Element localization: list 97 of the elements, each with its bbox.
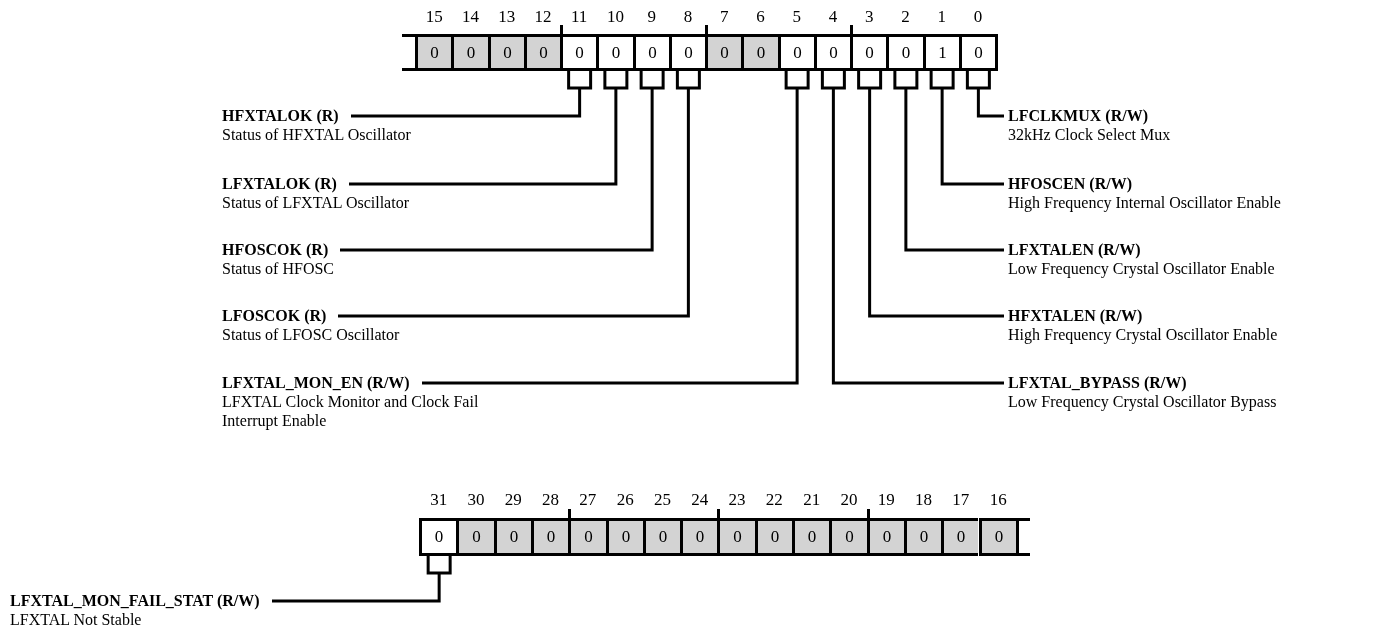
bit-cell: 0: [741, 34, 778, 71]
bit-number: 10: [605, 7, 625, 27]
field-name: LFCLKMUX (R/W): [1008, 106, 1148, 125]
leader-line: [857, 69, 1006, 318]
field-description: High Frequency Crystal Oscillator Enable: [1008, 325, 1278, 344]
leader-line: [338, 69, 665, 252]
bit-number: 31: [429, 490, 449, 510]
field-description: Status of LFXTAL Oscillator: [222, 193, 409, 212]
field-description: High Frequency Internal Oscillator Enable: [1008, 193, 1281, 212]
bit-cell: 0: [792, 518, 829, 556]
bit-cell: 0: [829, 518, 867, 556]
field-name: LFXTAL_MON_EN (R/W): [222, 373, 410, 392]
bit-number: 1: [936, 7, 947, 27]
bit-cell: 0: [560, 34, 596, 71]
field-name: HFXTALEN (R/W): [1008, 306, 1143, 325]
field-name: LFXTAL_BYPASS (R/W): [1008, 373, 1187, 392]
field-name: LFXTAL_MON_FAIL_STAT (R/W): [10, 591, 260, 610]
field-name: HFOSCEN (R/W): [1008, 174, 1132, 193]
bit-number: 23: [727, 490, 747, 510]
field-description: 32kHz Clock Select Mux: [1008, 125, 1171, 144]
bit-number: 19: [876, 490, 896, 510]
bit-number: 12: [533, 7, 553, 27]
bit-number: 3: [863, 7, 875, 27]
leader-line: [420, 69, 810, 385]
leader-line: [965, 69, 1006, 118]
bit-cell: 0: [419, 518, 456, 556]
bit-cell: 0: [451, 34, 488, 71]
bit-number: 18: [914, 490, 934, 510]
leader-line: [893, 69, 1006, 252]
bit-number: 9: [646, 7, 657, 27]
bit-cell: 0: [524, 34, 560, 71]
bit-cell: 1: [923, 34, 959, 71]
field-name: LFXTALOK (R): [222, 174, 337, 193]
bit-number: 22: [764, 490, 784, 510]
bit-cell: 0: [717, 518, 755, 556]
leader-line: [349, 69, 593, 118]
bit-number: 29: [503, 490, 523, 510]
bit-number: 14: [460, 7, 480, 27]
leader-line: [820, 69, 1006, 385]
field-description: Status of LFOSC Oscillator: [222, 325, 400, 344]
field-name: LFXTALEN (R/W): [1008, 240, 1141, 259]
field-description: Status of HFOSC: [222, 259, 335, 278]
bit-number: 16: [988, 490, 1008, 510]
bit-number: 4: [827, 7, 839, 27]
bit-cell: 0: [669, 34, 705, 71]
field-description: Low Frequency Crystal Oscillator Enable: [1008, 259, 1275, 278]
field-description: Status of HFXTAL Oscillator: [222, 125, 411, 144]
bit-number: 8: [682, 7, 694, 27]
leader-line: [336, 69, 701, 318]
bit-number: 26: [615, 490, 635, 510]
bit-cell: 0: [705, 34, 741, 71]
field-name: HFOSCOK (R): [222, 240, 329, 259]
bit-number: 17: [951, 490, 971, 510]
bit-cell: 0: [941, 518, 978, 556]
bit-number: 20: [839, 490, 859, 510]
bit-number: 21: [802, 490, 822, 510]
bit-cell: 0: [886, 34, 923, 71]
field-name: HFXTALOK (R): [222, 106, 339, 125]
bit-cell: 0: [488, 34, 524, 71]
bit-number: 13: [497, 7, 517, 27]
bit-cell: 0: [755, 518, 792, 556]
bit-number: 25: [652, 490, 672, 510]
bit-cell: 0: [596, 34, 633, 71]
bit-cell: 0: [850, 34, 886, 71]
field-name: LFOSCOK (R): [222, 306, 327, 325]
bit-number: 11: [569, 7, 589, 27]
bit-number: 2: [900, 7, 911, 27]
field-description: LFXTAL Clock Monitor and Clock Fail Interrupt Enable: [222, 392, 480, 430]
bit-number: 0: [972, 7, 984, 27]
bit-number: 7: [718, 7, 730, 27]
bit-cell: 0: [680, 518, 717, 556]
bit-number: 30: [466, 490, 486, 510]
field-description: LFXTAL Not Stable: [10, 610, 143, 629]
bit-cell: 0: [456, 518, 494, 556]
bit-cell: 0: [814, 34, 850, 71]
bit-cell: 0: [867, 518, 904, 556]
bit-cell: 0: [531, 518, 568, 556]
bit-cell: 0: [959, 34, 998, 71]
bit-cell: 0: [643, 518, 680, 556]
bit-number: 15: [424, 7, 444, 27]
bit-cell: 0: [778, 34, 814, 71]
bit-cell: 0: [568, 518, 606, 556]
leader-line: [347, 69, 629, 186]
leader-line: [270, 554, 452, 603]
bit-number: 24: [690, 490, 710, 510]
leader-line: [929, 69, 1006, 186]
bit-number: 27: [578, 490, 598, 510]
bit-number: 28: [541, 490, 561, 510]
bit-cell: 0: [415, 34, 451, 71]
bit-cell: 0: [633, 34, 669, 71]
bit-number: 5: [791, 7, 802, 27]
bit-cell: 0: [979, 518, 1019, 556]
bit-cell: 0: [606, 518, 643, 556]
bit-cell: 0: [494, 518, 531, 556]
bit-cell: 0: [904, 518, 941, 556]
field-description: Low Frequency Crystal Oscillator Bypass: [1008, 392, 1277, 411]
bit-number: 6: [755, 7, 766, 27]
